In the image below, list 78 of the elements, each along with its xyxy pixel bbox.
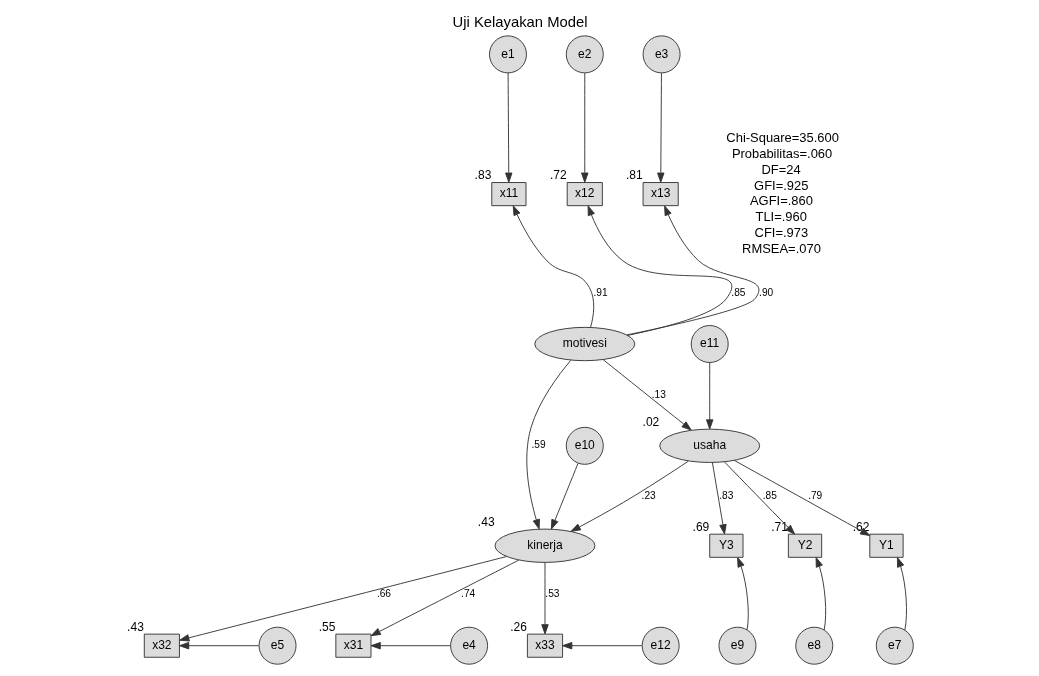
arrow bbox=[896, 557, 907, 631]
edge-label: .66 bbox=[376, 588, 391, 600]
node-circle: e9 bbox=[718, 626, 756, 665]
node-circle: e2 bbox=[565, 35, 604, 74]
arrow bbox=[370, 642, 451, 650]
arrow bbox=[723, 461, 795, 535]
edge-label: .85 bbox=[762, 490, 777, 502]
node-box: x31 bbox=[334, 633, 371, 658]
label: AGFI=.860 bbox=[749, 193, 813, 209]
node-ellipse: motivesi bbox=[533, 326, 635, 362]
arrow bbox=[178, 556, 507, 642]
arrow bbox=[504, 72, 512, 183]
arrow bbox=[602, 359, 692, 431]
edge-label: .79 bbox=[807, 490, 822, 502]
node-circle: e12 bbox=[641, 626, 680, 665]
edge-label: .53 bbox=[544, 588, 559, 600]
edge-label: .59 bbox=[530, 439, 546, 451]
label: DF=24 bbox=[761, 161, 801, 177]
node-label: .26 bbox=[509, 619, 527, 634]
arrow bbox=[736, 557, 749, 631]
edge-label: .91 bbox=[592, 286, 608, 298]
node-circle: e11 bbox=[690, 325, 729, 363]
label: CFI=.973 bbox=[754, 224, 808, 240]
edge-label: .74 bbox=[460, 588, 475, 600]
node-box: Y1 bbox=[868, 533, 904, 558]
node-label: .02 bbox=[642, 414, 659, 429]
edge-label: .83 bbox=[718, 490, 733, 502]
arrow bbox=[711, 462, 727, 535]
arrow bbox=[733, 459, 870, 537]
node-circle: e1 bbox=[488, 35, 527, 74]
node-circle: e4 bbox=[449, 626, 488, 665]
label: Chi-Square=35.600 bbox=[725, 130, 839, 146]
edge-label: .85 bbox=[730, 286, 745, 298]
node-ellipse: kinerja bbox=[494, 528, 595, 563]
node-label: .83 bbox=[474, 168, 491, 183]
diagram-title: Uji Kelayakan Model bbox=[452, 14, 587, 31]
node-label: .43 bbox=[477, 514, 495, 529]
node-circle: e5 bbox=[258, 626, 296, 665]
node-box: Y2 bbox=[787, 533, 822, 558]
edge-label: .23 bbox=[641, 490, 656, 502]
arrow bbox=[178, 642, 259, 650]
node-label: .81 bbox=[625, 168, 643, 183]
edge-label: .13 bbox=[651, 388, 666, 400]
node-box: x33 bbox=[526, 633, 563, 658]
label: Probabilitas=.060 bbox=[731, 146, 832, 162]
arrow bbox=[370, 559, 519, 637]
label: TLI=.960 bbox=[755, 209, 807, 225]
node-box: x32 bbox=[143, 633, 180, 658]
arrow bbox=[525, 359, 571, 530]
arrow bbox=[587, 205, 732, 336]
arrow bbox=[570, 460, 689, 532]
arrow bbox=[550, 462, 578, 530]
node-circle: e3 bbox=[642, 35, 681, 74]
node-box: x13 bbox=[642, 182, 679, 207]
node-box: x12 bbox=[566, 182, 603, 207]
node-label: .69 bbox=[692, 519, 709, 534]
node-box: Y3 bbox=[708, 533, 743, 558]
edge-label: .90 bbox=[758, 286, 773, 298]
arrow bbox=[580, 72, 588, 183]
node-ellipse: usaha bbox=[658, 428, 760, 463]
node-circle: e8 bbox=[794, 626, 833, 665]
node-box: x11 bbox=[490, 182, 526, 207]
arrow bbox=[512, 205, 594, 328]
node-circle: e10 bbox=[565, 426, 604, 465]
label: RMSEA=.070 bbox=[741, 240, 821, 256]
arrow bbox=[656, 72, 664, 183]
node-label: .72 bbox=[549, 168, 567, 183]
node-label: .55 bbox=[318, 619, 335, 634]
label: GFI=.925 bbox=[753, 177, 808, 193]
arrow bbox=[561, 642, 642, 650]
arrow bbox=[625, 205, 759, 336]
arrow bbox=[815, 557, 826, 631]
arrow bbox=[705, 362, 713, 430]
node-label: .71 bbox=[770, 519, 788, 534]
node-label: .43 bbox=[126, 619, 144, 634]
arrow bbox=[540, 561, 549, 635]
node-label: .62 bbox=[852, 519, 869, 534]
node-circle: e7 bbox=[875, 626, 914, 665]
